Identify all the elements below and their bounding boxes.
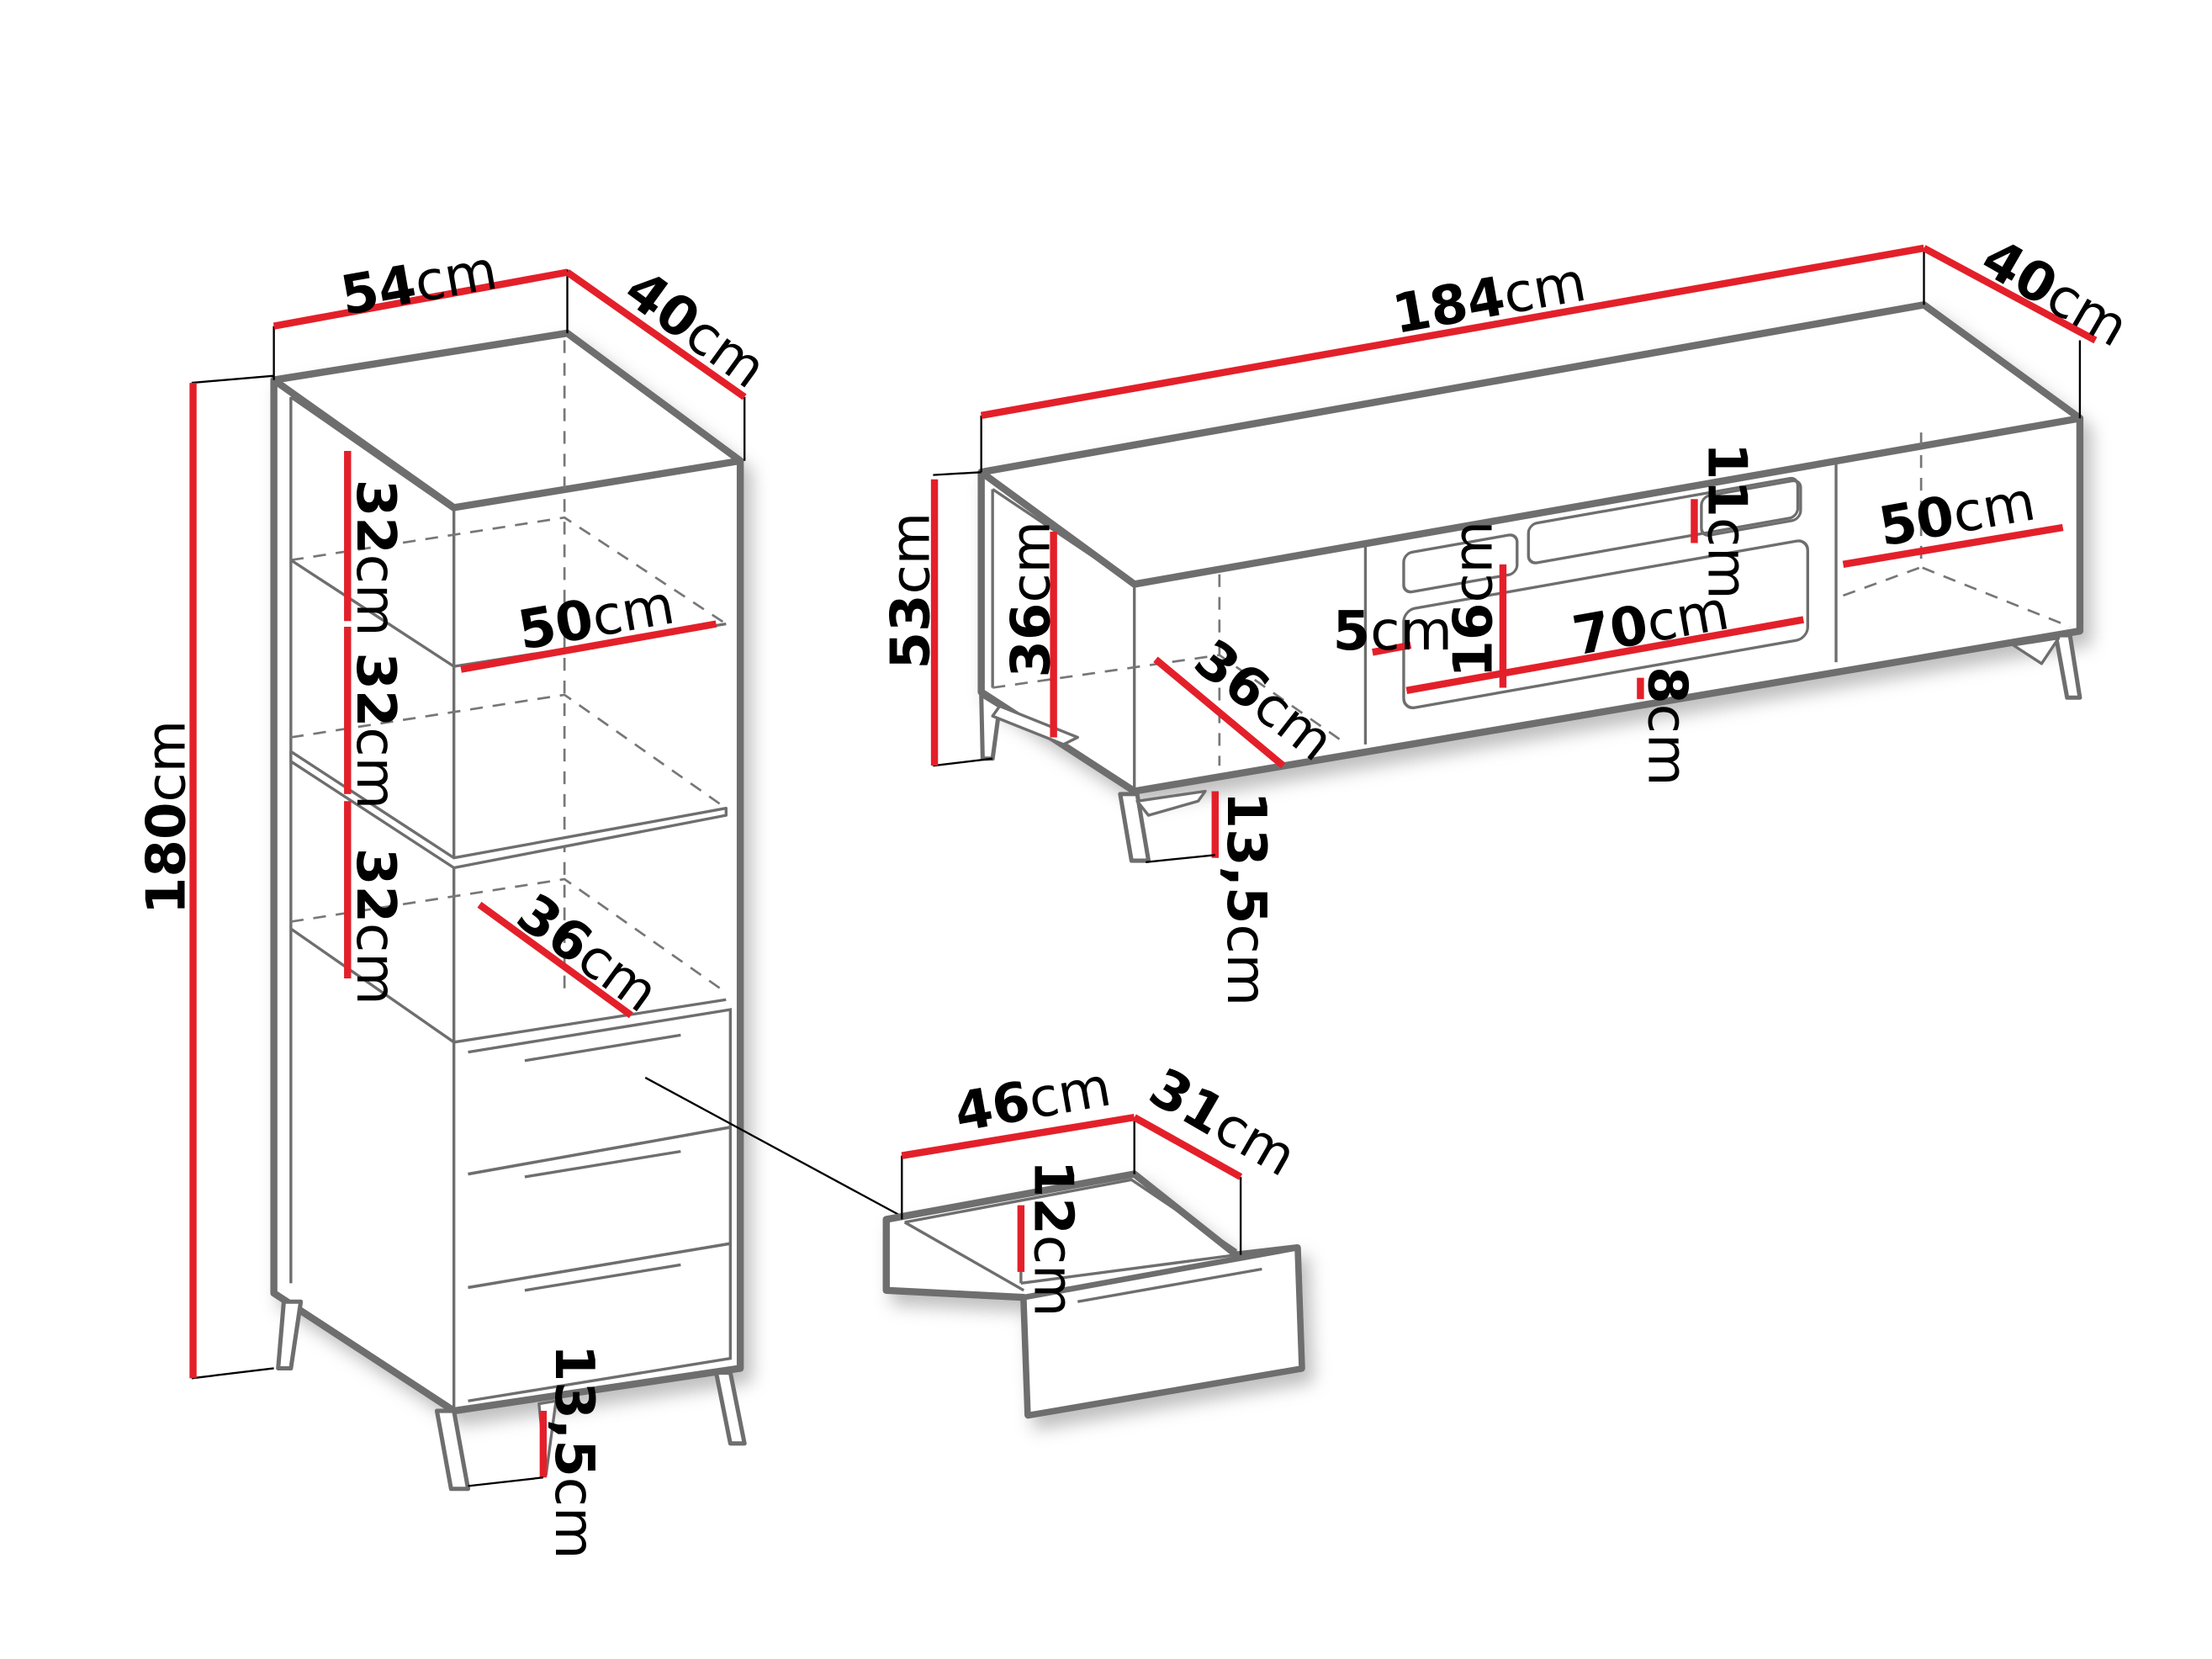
tv-left-margin-label: 5cm — [1333, 601, 1453, 663]
drawer-height-label: 12cm — [1022, 1160, 1084, 1317]
tv-opening-height-label: 16cm — [1442, 521, 1505, 678]
tall-cabinet — [189, 268, 908, 1492]
tv-height-label: 53cm — [880, 512, 942, 670]
cabinet-leg-height-label: 13,5cm — [542, 1344, 605, 1560]
tv-width-label: 184cm — [1388, 252, 1590, 347]
drawer — [882, 1113, 1305, 1419]
cabinet-depth-label: 40cm — [613, 258, 777, 401]
cabinet-shelf-gap-3-label: 32cm — [344, 848, 406, 1005]
cabinet-inner-width-label: 50cm — [514, 574, 680, 662]
drawer-front — [1020, 1244, 1304, 1418]
tv-right-inner-width-label: 50cm — [1875, 470, 2040, 559]
tv-depth-label: 40cm — [1971, 227, 2139, 359]
tv-bottom-margin-label: 8cm — [1636, 666, 1698, 786]
cabinet-shelf-gap-1-label: 32cm — [344, 480, 406, 637]
tv-side-inner-height-label: 36cm — [1001, 521, 1063, 678]
cabinet-height-label: 180cm — [135, 720, 198, 914]
tv-opening-width-label: 70cm — [1569, 580, 1734, 668]
tv-top-slot-label: 11cm — [1695, 443, 1757, 600]
tv-leg-height-label: 13,5cm — [1214, 791, 1277, 1006]
drawer-width-label: 46cm — [950, 1056, 1116, 1144]
tv-unit — [930, 244, 2098, 863]
tv-unit-labels: 184cm 40cm 53cm 36cm 36cm 50cm 11cm 5cm … — [880, 227, 2138, 1006]
cabinet-width-label: 54cm — [336, 240, 502, 328]
cabinet-shelf-gap-2-label: 32cm — [344, 652, 406, 809]
